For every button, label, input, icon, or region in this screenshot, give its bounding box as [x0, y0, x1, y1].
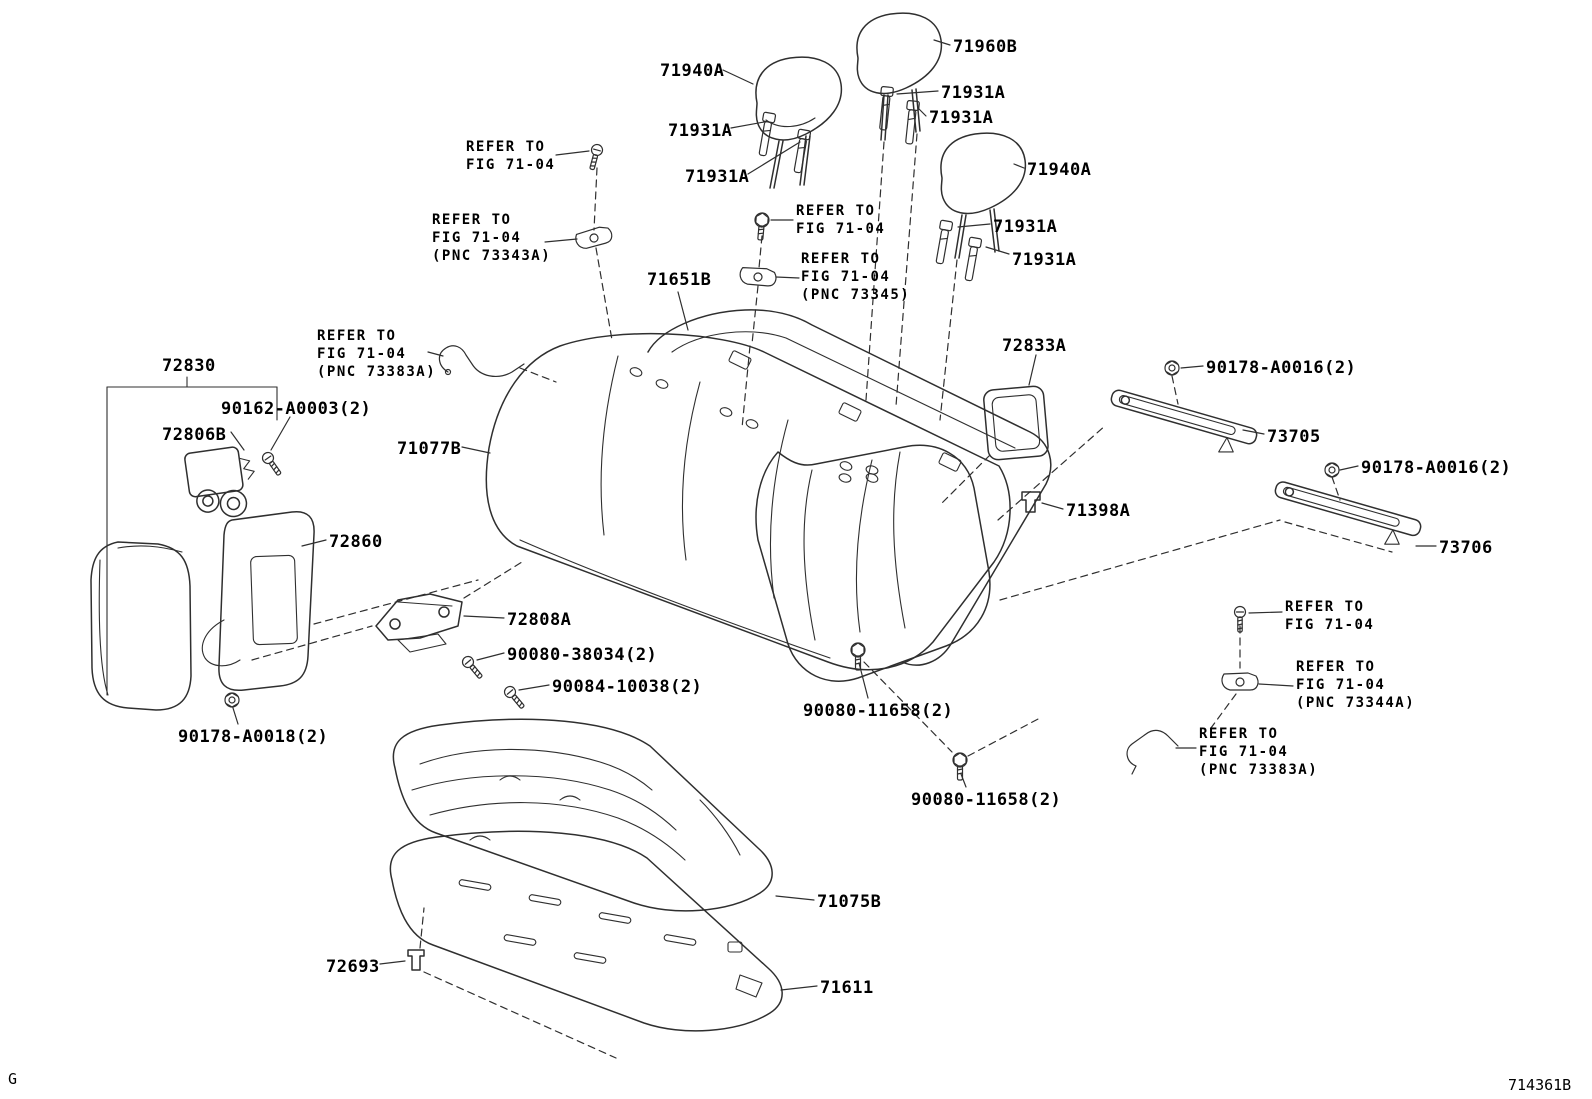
- label-72830[interactable]: 72830: [162, 356, 216, 376]
- label-71931a-2[interactable]: 71931A: [668, 121, 733, 141]
- label-71931a-5[interactable]: 71931A: [993, 217, 1058, 237]
- panel-72833a: [983, 385, 1049, 461]
- fasteners: [224, 142, 1340, 781]
- screw-90162-a0003: [259, 449, 285, 479]
- ref-note-pnc-73345: REFER TO FIG 71-04 (PNC 73345): [801, 251, 911, 304]
- headrest-71960b: [856, 12, 943, 141]
- armrest-pad: [90, 541, 192, 711]
- wire-left-73383a: [438, 345, 525, 378]
- label-71075b[interactable]: 71075B: [817, 892, 882, 912]
- label-71931a-1[interactable]: 71931A: [941, 83, 1006, 103]
- label-72860[interactable]: 72860: [329, 532, 383, 552]
- label-71960b[interactable]: 71960B: [953, 37, 1018, 57]
- armrest-group-bracket-72830: [106, 376, 278, 696]
- label-71940a-1[interactable]: 71940A: [660, 61, 725, 81]
- corner-mark-left: G: [8, 1070, 18, 1088]
- lock-assembly-72806b: [184, 446, 255, 518]
- hinge-bar-73705: [1110, 389, 1258, 453]
- construction-lines: [251, 133, 1393, 1059]
- seatback-cover-71077b: [485, 332, 1011, 671]
- label-73706[interactable]: 73706: [1439, 538, 1493, 558]
- label-90178-a0016-2[interactable]: 90178-A0016(2): [1361, 458, 1512, 478]
- label-71931a-3[interactable]: 71931A: [929, 108, 994, 128]
- screw-refer-top: [585, 142, 605, 172]
- ref-note-pnc-73383a-left: REFER TO FIG 71-04 (PNC 73383A): [317, 328, 437, 381]
- label-90178-a0016-1[interactable]: 90178-A0016(2): [1206, 358, 1357, 378]
- label-90080-11658-1[interactable]: 90080-11658(2): [803, 701, 954, 721]
- nut-90178-a0016-1: [1164, 360, 1180, 376]
- label-90080-11658-2[interactable]: 90080-11658(2): [911, 790, 1062, 810]
- plate-pnc-73345: [738, 265, 778, 288]
- ref-note-fig7104-top: REFER TO FIG 71-04: [466, 139, 556, 174]
- label-90084-10038[interactable]: 90084-10038(2): [552, 677, 703, 697]
- label-71611[interactable]: 71611: [820, 978, 874, 998]
- label-71077b[interactable]: 71077B: [397, 439, 462, 459]
- nut-90178-a0018: [224, 692, 240, 708]
- label-71651b[interactable]: 71651B: [647, 270, 712, 290]
- leader-lines: [230, 39, 1437, 991]
- label-72833a[interactable]: 72833A: [1002, 336, 1067, 356]
- headrest-71940a-right: [940, 132, 1027, 259]
- hinge-bar-73706: [1274, 481, 1422, 545]
- ref-note-pnc-73343a: REFER TO FIG 71-04 (PNC 73343A): [432, 212, 552, 265]
- bolt-90080-11658-2: [952, 752, 968, 781]
- label-90162-a0003[interactable]: 90162-A0003(2): [221, 399, 372, 419]
- screw-90080-38034: [459, 653, 486, 682]
- label-71931a-6[interactable]: 71931A: [1012, 250, 1077, 270]
- seatback-frame-71651b: [647, 309, 1052, 666]
- seat-cushion-71075b: [392, 718, 773, 912]
- seatback-right-section: [755, 444, 991, 682]
- clip-71398a: [1021, 491, 1041, 513]
- label-72806b[interactable]: 72806B: [162, 425, 227, 445]
- ref-note-pnc-73344a: REFER TO FIG 71-04 (PNC 73344A): [1296, 659, 1416, 712]
- nut-90178-a0016-2: [1324, 462, 1340, 478]
- label-72808a[interactable]: 72808A: [507, 610, 572, 630]
- clip-72693: [407, 949, 425, 971]
- cushion-frame-71611: [389, 830, 783, 1032]
- plate-pnc-73344a: [1221, 672, 1259, 691]
- wire-right-73383a: [1126, 729, 1179, 775]
- label-72693[interactable]: 72693: [326, 957, 380, 977]
- label-71398a[interactable]: 71398A: [1066, 501, 1131, 521]
- figure-code: 714361B: [1508, 1076, 1572, 1094]
- armrest-base-72860: [201, 510, 315, 692]
- ref-note-fig7104-center: REFER TO FIG 71-04: [796, 203, 886, 238]
- label-90080-38034[interactable]: 90080-38034(2): [507, 645, 658, 665]
- label-71940a-2[interactable]: 71940A: [1027, 160, 1092, 180]
- hinge-72808a: [375, 593, 463, 653]
- ref-note-fig7104-right: REFER TO FIG 71-04: [1285, 599, 1375, 634]
- label-90178-a0018[interactable]: 90178-A0018(2): [178, 727, 329, 747]
- ref-note-pnc-73383a-right: REFER TO FIG 71-04 (PNC 73383A): [1199, 726, 1319, 779]
- bolt-90080-11658-1: [850, 642, 866, 671]
- screw-90084-10038: [501, 683, 528, 712]
- label-73705[interactable]: 73705: [1267, 427, 1321, 447]
- label-71931a-4[interactable]: 71931A: [685, 167, 750, 187]
